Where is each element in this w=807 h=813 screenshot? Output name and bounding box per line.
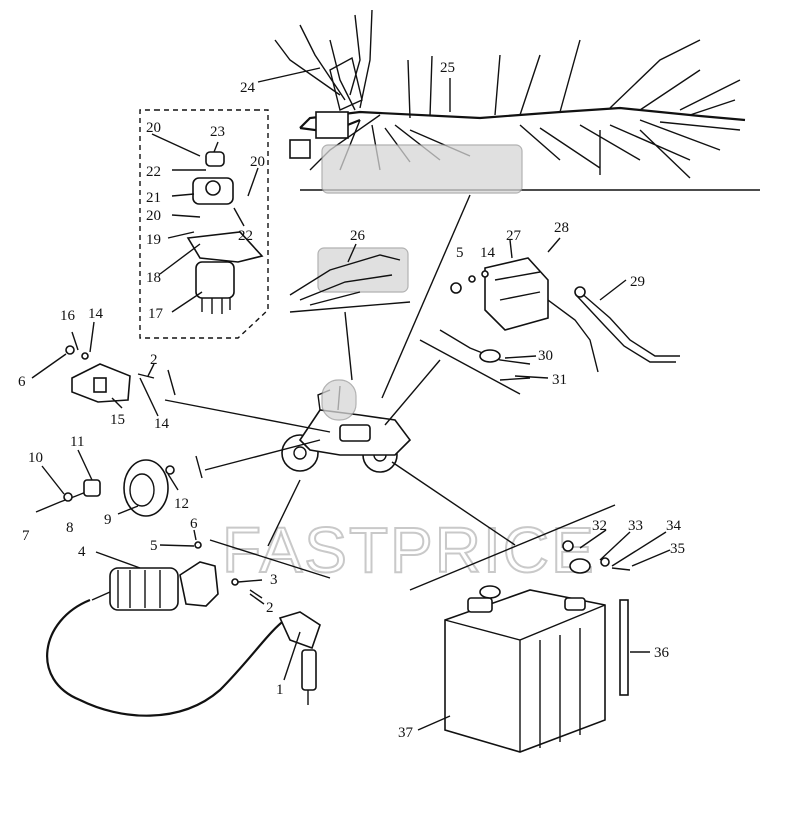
callout-14-relay: 14 bbox=[88, 306, 104, 322]
callout-labels: 1 2 2 3 4 5 5 6 6 7 8 9 10 11 12 14 14 1… bbox=[18, 60, 685, 741]
callout-23: 23 bbox=[210, 124, 225, 140]
callout-12: 12 bbox=[174, 496, 189, 512]
callout-3: 3 bbox=[270, 572, 278, 588]
callout-5-coil: 5 bbox=[150, 538, 158, 554]
callout-5-regulator: 5 bbox=[456, 245, 464, 261]
callout-31: 31 bbox=[552, 372, 567, 388]
callout-29: 29 bbox=[630, 274, 645, 290]
callout-2-relay: 2 bbox=[150, 352, 158, 368]
callout-leaders bbox=[31, 67, 671, 731]
callout-24: 24 bbox=[240, 80, 256, 96]
highlight-box-harness bbox=[321, 144, 523, 194]
callout-8: 8 bbox=[66, 520, 74, 536]
callout-22-left: 22 bbox=[146, 164, 161, 180]
ignition-switch-assembly bbox=[139, 109, 269, 339]
callout-20-top: 20 bbox=[146, 120, 161, 136]
watermark-text: FASTPRICE bbox=[222, 514, 596, 586]
callout-6-relay: 6 bbox=[18, 374, 26, 390]
wire-bundle-26 bbox=[289, 247, 411, 313]
callout-32: 32 bbox=[592, 518, 607, 534]
callout-28: 28 bbox=[554, 220, 569, 236]
callout-37: 37 bbox=[398, 725, 414, 741]
callout-26: 26 bbox=[350, 228, 366, 244]
callout-9: 9 bbox=[104, 512, 112, 528]
battery-37 bbox=[444, 540, 631, 753]
ignition-coil-4 bbox=[46, 541, 321, 717]
motorcycle-outline bbox=[281, 379, 412, 473]
callout-27: 27 bbox=[506, 228, 522, 244]
callout-1: 1 bbox=[276, 682, 284, 698]
callout-17: 17 bbox=[148, 306, 164, 322]
callout-10: 10 bbox=[28, 450, 43, 466]
relay-15 bbox=[65, 345, 155, 403]
callout-35: 35 bbox=[670, 541, 685, 557]
callout-21: 21 bbox=[146, 190, 161, 206]
callout-7: 7 bbox=[22, 528, 30, 544]
callout-20-mid: 20 bbox=[146, 208, 161, 224]
callout-36: 36 bbox=[654, 645, 670, 661]
callout-6-coil: 6 bbox=[190, 516, 198, 532]
callout-14-lower: 14 bbox=[154, 416, 170, 432]
callout-11: 11 bbox=[70, 434, 84, 450]
callout-2-coil: 2 bbox=[266, 600, 274, 616]
cables-29-30-31 bbox=[419, 286, 680, 395]
callout-15: 15 bbox=[110, 412, 125, 428]
main-wiring-harness bbox=[274, 9, 760, 194]
callout-20-right: 20 bbox=[250, 154, 265, 170]
callout-16: 16 bbox=[60, 308, 76, 324]
callout-4: 4 bbox=[78, 544, 86, 560]
callout-30: 30 bbox=[538, 348, 553, 364]
callout-19: 19 bbox=[146, 232, 161, 248]
horn-9 bbox=[35, 459, 175, 517]
callout-14-regulator: 14 bbox=[480, 245, 496, 261]
callout-33: 33 bbox=[628, 518, 643, 534]
callout-25: 25 bbox=[440, 60, 455, 76]
callout-34: 34 bbox=[666, 518, 682, 534]
leader-lines bbox=[164, 194, 616, 591]
callout-22-right: 22 bbox=[238, 228, 253, 244]
regulator-27 bbox=[450, 237, 561, 331]
callout-18: 18 bbox=[146, 270, 161, 286]
